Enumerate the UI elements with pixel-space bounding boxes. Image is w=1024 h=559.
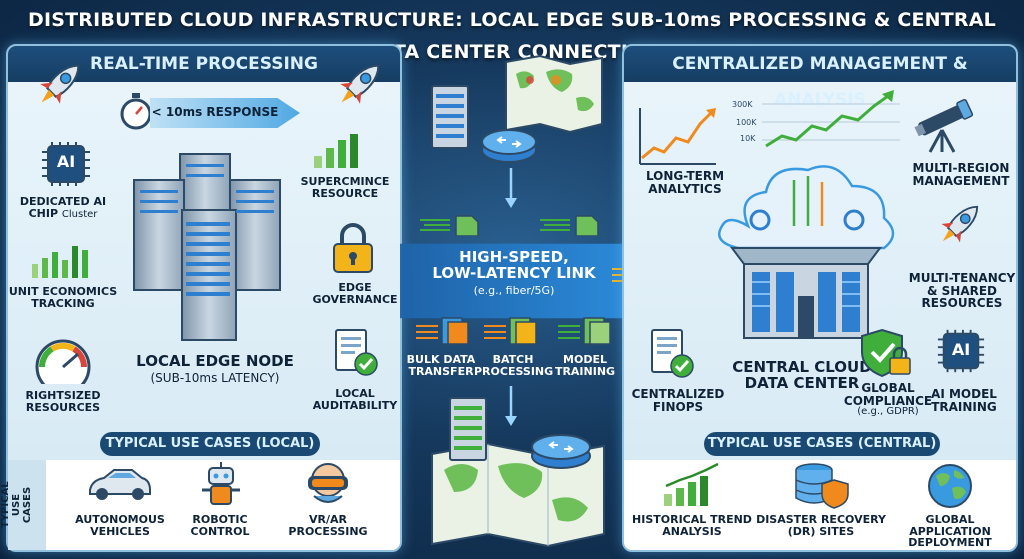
local-edge-node-label: LOCAL EDGE NODE (SUB-10ms LATENCY) <box>136 352 294 385</box>
central-use-cases-header: TYPICAL USE CASES (CENTRAL) <box>704 432 940 456</box>
padlock-icon <box>333 223 373 273</box>
tick-label: 300K <box>732 100 753 109</box>
ai-chip-text: AI <box>56 152 76 171</box>
vr-headset-icon <box>308 463 348 503</box>
link-label: HIGH-SPEED, LOW-LATENCY LINK (e.g., fibe… <box>432 248 596 297</box>
right-panel-header: CENTRALIZED MANAGEMENT & ANALYSIS <box>624 46 1016 110</box>
ai-chip-text: AI <box>951 340 971 359</box>
stopwatch-icon <box>120 93 152 130</box>
trend-bar-chart-icon <box>664 462 719 506</box>
car-icon <box>89 469 151 500</box>
side-label-box <box>8 460 46 550</box>
ai-chip-label: DEDICATED AI CHIP Cluster <box>19 195 107 220</box>
robot-icon <box>202 462 240 505</box>
audit-document-icon <box>335 329 378 376</box>
rocket-icon <box>340 64 380 104</box>
unit-economics-icon <box>32 246 88 278</box>
response-label: < 10ms RESPONSE <box>151 105 279 119</box>
tick-label: 100K <box>736 118 757 127</box>
edge-server-cluster-icon <box>133 153 281 341</box>
bar-chart-icon <box>314 134 358 168</box>
ai-chip-icon <box>937 329 985 373</box>
server-rack-icon <box>431 85 469 149</box>
trend-chart-icon <box>762 90 900 148</box>
central-use-case-label: DISASTER RECOVERY(DR) SITES <box>756 513 886 538</box>
router-icon <box>531 434 591 469</box>
cloud-data-center-icon <box>718 165 895 339</box>
world-map-icon <box>431 442 605 548</box>
bulk-data-icon <box>416 317 469 345</box>
data-packet-icon <box>540 215 599 236</box>
page-title: DISTRIBUTED CLOUD INFRASTRUCTURE: LOCAL … <box>28 9 996 63</box>
rocket-icon <box>40 64 80 104</box>
response-arrow <box>150 98 300 128</box>
rocket-icon <box>941 205 979 243</box>
router-icon <box>481 129 537 163</box>
data-packet-icon <box>420 215 479 236</box>
gauge-icon <box>35 339 91 384</box>
local-use-cases-header: TYPICAL USE CASES (LOCAL) <box>100 432 320 456</box>
database-shield-icon <box>795 463 849 509</box>
line-chart-icon <box>639 108 716 165</box>
batch-processing-icon <box>484 317 537 345</box>
arrow-down-icon <box>505 386 517 426</box>
telescope-icon <box>914 98 974 153</box>
finops-document-icon <box>651 329 694 378</box>
shield-icon <box>861 328 911 378</box>
ai-chip-icon <box>42 142 90 186</box>
server-rack-icon <box>449 397 487 461</box>
globe-icon <box>928 464 972 508</box>
arrow-down-icon <box>505 168 517 208</box>
world-map-icon <box>505 54 603 134</box>
model-training-icon <box>558 317 611 345</box>
tick-label: 10K <box>740 134 756 143</box>
